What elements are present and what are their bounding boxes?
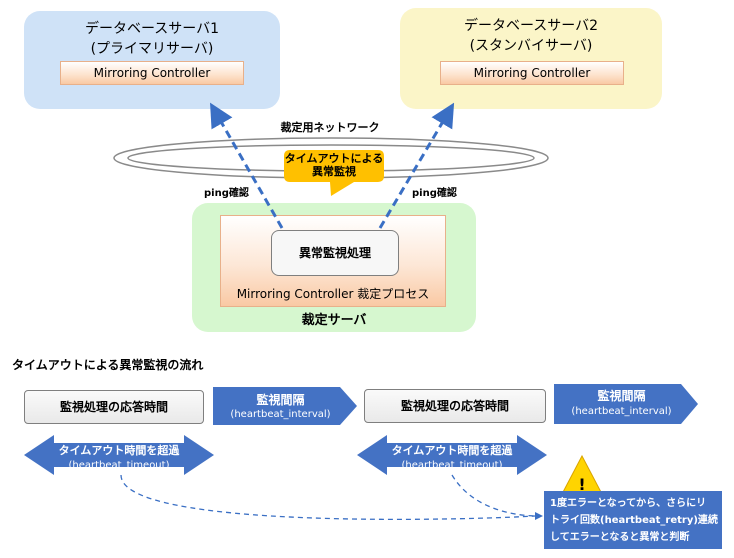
standby-mirroring-controller: Mirroring Controller [440, 61, 624, 85]
interval-arrow-2 [554, 384, 698, 424]
flow-heading: タイムアウトによる異常監視の流れ [12, 358, 204, 372]
warning-note-line2: トライ回数(heartbeat_retry)連続 [550, 515, 718, 526]
interval-1-title: 監視間隔 [256, 393, 305, 407]
response-time-box-2: 監視処理の応答時間 [364, 389, 546, 423]
arbitration-server-box: 異常監視処理 Mirroring Controller 裁定プロセス 裁定サーバ [192, 203, 476, 332]
primary-server-role: (プライマリサーバ) [90, 41, 214, 57]
ping-label-left: ping確認 [204, 188, 249, 199]
standby-server-role: (スタンバイサーバ) [469, 38, 593, 54]
arbitration-process-label: Mirroring Controller 裁定プロセス [236, 287, 430, 301]
timeout-callout-line1: タイムアウトによる [284, 152, 384, 165]
interval-1-sub: (heartbeat_interval) [230, 409, 331, 420]
standby-server-name: データベースサーバ2 [463, 18, 599, 34]
timeout-2-sub: (heartbeat_timeout) [401, 460, 503, 471]
timeout-1-title: タイムアウト時間を超過 [58, 444, 180, 457]
standby-server-box: データベースサーバ2 (スタンバイサーバ) Mirroring Controll… [400, 8, 662, 109]
retry-dashed-curve [120, 474, 536, 521]
response-time-box-1: 監視処理の応答時間 [24, 390, 204, 424]
primary-server-title: データベースサーバ1 (プライマリサーバ) [24, 19, 280, 59]
warning-note-line3: してエラーとなると異常と判断 [550, 532, 690, 543]
timeout-arrow-1 [24, 435, 214, 475]
timeout-2-title: タイムアウト時間を超過 [391, 444, 513, 457]
ping-label-right: ping確認 [412, 188, 457, 199]
timeout-arrow-2 [357, 435, 547, 475]
arbitration-process-box: 異常監視処理 Mirroring Controller 裁定プロセス [220, 215, 446, 307]
network-label: 裁定用ネットワーク [280, 121, 380, 134]
ping-arrow-primary [210, 102, 284, 229]
timeout-callout-shape [284, 150, 384, 196]
retry-dashed-tail [451, 474, 536, 517]
ping-arrow-standby [378, 102, 455, 229]
timeout-callout: タイムアウトによる 異常監視 [284, 152, 384, 178]
primary-mirroring-controller: Mirroring Controller [60, 61, 244, 85]
timeout-1-sub: (heartbeat_timeout) [68, 460, 170, 471]
warning-icon: ! [578, 475, 586, 494]
warning-note-line1: 1度エラーとなってから、さらにリ [550, 498, 707, 509]
flow-arrows [24, 384, 698, 521]
arbitration-server-label: 裁定サーバ [301, 313, 367, 328]
monitor-process-box: 異常監視処理 [271, 230, 399, 276]
primary-server-name: データベースサーバ1 [84, 21, 220, 37]
interval-2-sub: (heartbeat_interval) [571, 406, 672, 417]
timeout-callout-line2: 異常監視 [312, 165, 356, 178]
interval-2-title: 監視間隔 [597, 389, 646, 403]
interval-arrow-1 [213, 387, 357, 425]
warning-note-box: 1度エラーとなってから、さらにリ トライ回数(heartbeat_retry)連… [544, 491, 722, 549]
standby-server-title: データベースサーバ2 (スタンバイサーバ) [400, 16, 662, 56]
network-diagram [113, 102, 549, 229]
retry-arrow-head [535, 512, 543, 520]
primary-server-box: データベースサーバ1 (プライマリサーバ) Mirroring Controll… [24, 11, 280, 109]
